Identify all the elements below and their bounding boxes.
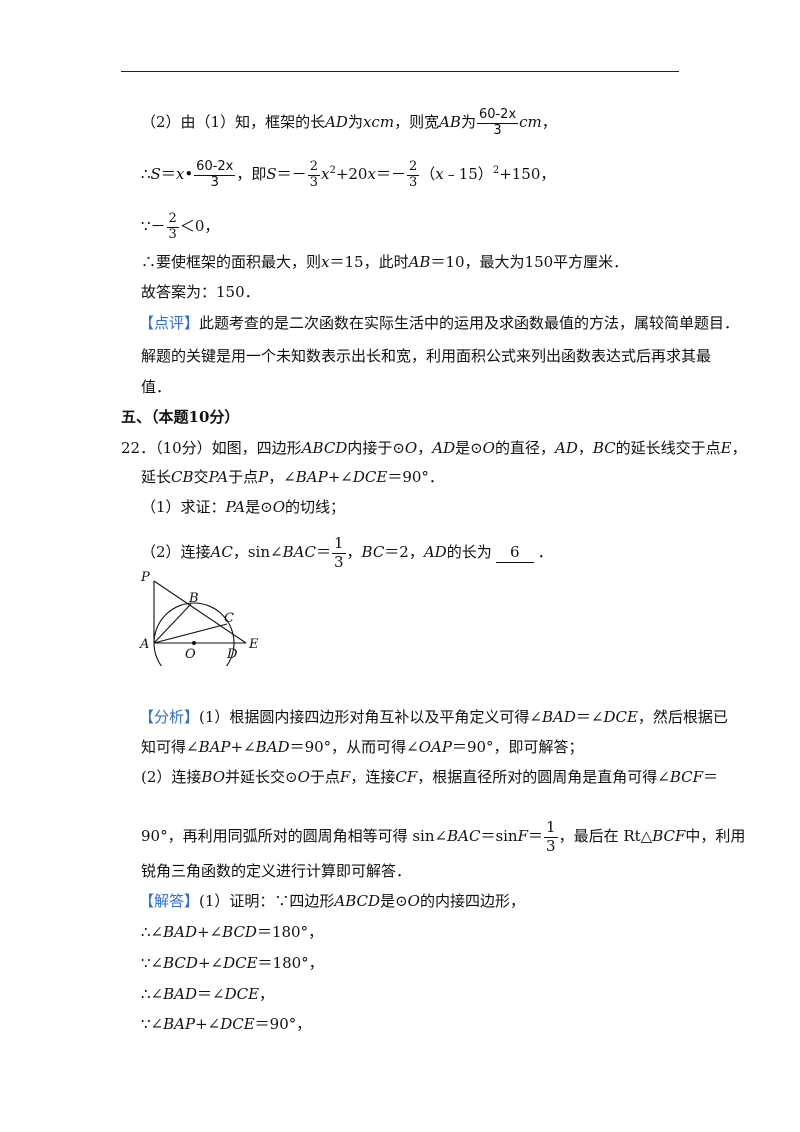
solution-line-3: ∵∠BCD+∠DCE＝180°， [141, 954, 324, 972]
label-c: C [224, 611, 234, 626]
analysis-line-3: (2）连接BO并延长交⊙O于点F，连接CF，根据直径所对的圆周角是直角可得∠BC… [141, 768, 719, 786]
analysis-line-1: 【分析】(1）根据圆内接四边形对角互补以及平角定义可得∠BAD＝∠DCE，然后根… [139, 708, 728, 726]
analysis-tag: 【分析】 [139, 708, 200, 726]
answer-blank: 6 [495, 542, 534, 563]
label-e: E [248, 637, 259, 652]
solution-line-5: ∵∠BAP+∠DCE＝90°， [141, 1015, 312, 1033]
section-heading: 五、（本题10分） [121, 408, 240, 426]
comment-tag: 【点评】 [139, 314, 200, 332]
q22-part1: （1）求证：PA是⊙O的切线； [141, 498, 346, 516]
comment-line-2: 解题的关键是用一个未知数表示出长和宽，利用面积公式来列出函数表达式后再求其最 [141, 347, 712, 365]
label-b: B [188, 591, 199, 606]
solution-tag: 【解答】 [139, 892, 200, 910]
analysis-line-5: 锐角三角函数的定义进行计算即可解答． [141, 862, 412, 880]
part2-line-4: ∴要使框架的面积最大，则x＝15，此时AB＝10，最大为150平方厘米． [141, 253, 629, 271]
solution-line-1: 【解答】(1）证明：∵四边形ABCD是⊙O的内接四边形， [139, 892, 525, 910]
label-p: P [140, 570, 150, 585]
comment-line-1: 【点评】此题考查的是二次函数在实际生活中的运用及求函数最值的方法，属较简单题目． [139, 314, 740, 332]
segment-pe [153, 580, 247, 644]
comment-line-3: 值． [141, 378, 172, 396]
segment-ac [153, 623, 228, 644]
solution-line-2: ∴∠BAD+∠BCD＝180°， [141, 923, 324, 941]
label-d: D [226, 647, 238, 662]
center-dot [192, 641, 196, 645]
q22-line-1: 22．（10分）如图，四边形ABCD内接于⊙O，AD是⊙O的直径，AD，BC的延… [121, 439, 747, 457]
q22-line-2: 延长CB交PA于点P，∠BAP+∠DCE＝90°． [141, 468, 444, 486]
header-rule [121, 71, 679, 72]
part2-answer: 故答案为：150． [141, 283, 260, 301]
segment-ab [153, 603, 192, 644]
geometry-figure: P B C A O D E [139, 570, 259, 666]
label-a: A [139, 637, 149, 652]
analysis-line-2: 知可得∠BAP+∠BAD＝90°，从而可得∠OAP＝90°，即可解答； [141, 738, 584, 756]
label-o: O [185, 647, 196, 662]
solution-line-4: ∴∠BAD＝∠DCE， [141, 985, 275, 1003]
